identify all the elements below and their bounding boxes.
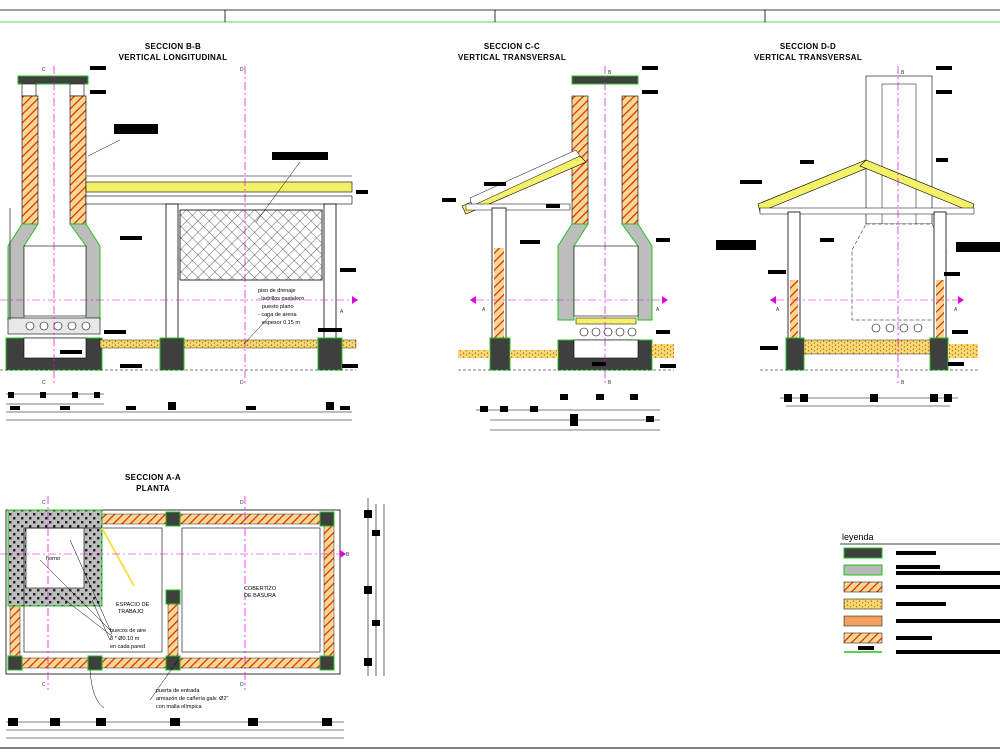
- axis-tag-b-c-bottom: B: [608, 380, 612, 386]
- drain-note-line-2: - ladrillos pastelero: [258, 296, 304, 302]
- air-holes-note-2: 8 * Ø0.10 m: [110, 636, 140, 642]
- air-holes-note-1: huecos de aire: [110, 628, 146, 634]
- legend-swatch-brick: [843, 581, 883, 593]
- section-a-subtitle: PLANTA: [136, 484, 170, 493]
- axis-tag-c-top: C: [42, 67, 46, 73]
- cover-label-1: COBERTIZO: [244, 586, 277, 592]
- legend-swatch-concrete: [843, 547, 883, 559]
- legend-swatch-fill: [843, 632, 883, 644]
- air-holes-note-3: en cada pared: [110, 644, 145, 650]
- title-block: [0, 9, 1000, 749]
- axis-tag-a-d-right: A: [954, 307, 958, 313]
- drain-note-line-1: piso de drenaje: [258, 288, 296, 294]
- section-c-title: SECCION C-C: [484, 42, 540, 51]
- axis-tag-d-plan-bottom: D: [240, 682, 244, 688]
- axis-tag-c-bottom: C: [42, 380, 46, 386]
- door-note-3: con malla olímpica: [156, 704, 202, 710]
- section-a-title: SECCION A-A: [125, 473, 181, 482]
- section-b-title: SECCION B-B: [145, 42, 201, 51]
- axis-tag-b-plan: B: [346, 552, 350, 558]
- drain-note-line-5: espesor 0.15 m: [262, 320, 300, 326]
- section-b-dimensions: [6, 392, 352, 421]
- legend-swatch-plaster: [843, 564, 883, 576]
- section-a-drawing: [0, 496, 385, 739]
- section-d-dimensions: [780, 394, 958, 407]
- section-b-subtitle: VERTICAL LONGITUDINAL: [119, 53, 228, 62]
- section-b-drawing: [0, 66, 368, 384]
- axis-tag-a-c-left: A: [482, 307, 486, 313]
- axis-tag-c-plan-top: C: [42, 500, 46, 506]
- section-d-drawing: [716, 66, 1000, 384]
- legend-swatch-sand: [843, 598, 883, 610]
- axis-tag-a-d-left: A: [776, 307, 780, 313]
- axis-tag-d-top: D: [240, 67, 244, 73]
- work-space-label-1: ESPACIO DE: [116, 602, 150, 608]
- legend: leyenda: [840, 532, 1000, 654]
- axis-tag-a-b: A: [340, 309, 344, 315]
- section-d-subtitle: VERTICAL TRANSVERSAL: [754, 53, 862, 62]
- cover-label-2: DE BASURA: [244, 593, 276, 599]
- axis-tag-a-c-right: A: [656, 307, 660, 313]
- axis-tag-d-plan-top: D: [240, 500, 244, 506]
- drain-note-line-4: - capa de arena: [258, 312, 297, 318]
- legend-title: leyenda: [842, 532, 874, 542]
- axis-tag-b-d-top: B: [901, 70, 905, 76]
- axis-tag-b-d-bottom: B: [901, 380, 905, 386]
- drain-note-line-3: puesto plano: [262, 304, 294, 310]
- door-note-1: puerta de entrada: [156, 688, 200, 694]
- oven-label: horno: [46, 556, 60, 562]
- work-space-label-2: TRABAJO: [118, 609, 144, 615]
- section-c-subtitle: VERTICAL TRANSVERSAL: [458, 53, 566, 62]
- axis-tag-c-plan-bottom: C: [42, 682, 46, 688]
- axis-tag-b-c-top: B: [608, 70, 612, 76]
- axis-tag-d-bottom: D: [240, 380, 244, 386]
- legend-swatch-roof: [843, 615, 883, 627]
- door-note-2: armazón de cañería galv. Ø2": [156, 696, 229, 702]
- section-c-dimensions: [476, 394, 660, 431]
- section-c-drawing: [442, 66, 676, 384]
- section-d-title: SECCION D-D: [780, 42, 836, 51]
